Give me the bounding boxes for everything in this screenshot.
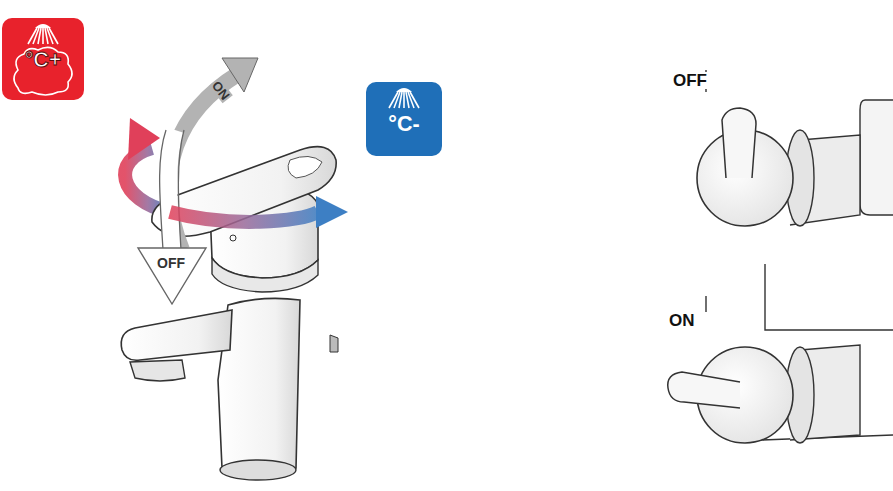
shower-stroke xyxy=(403,92,405,108)
shower-head xyxy=(396,88,412,92)
rotation-arrowhead-cold xyxy=(316,196,348,228)
lever-inset xyxy=(288,156,322,178)
pop-up-rod xyxy=(330,335,338,352)
shower-stroke xyxy=(42,28,44,44)
shower-stroke xyxy=(38,28,41,44)
shower-stroke xyxy=(399,92,402,108)
valve-body-off xyxy=(860,100,893,215)
temperature-symbol: °C- xyxy=(366,112,442,137)
off-arrowhead xyxy=(138,248,206,304)
valve-off-label: OFF xyxy=(672,72,708,89)
temperature-symbol: °C+ xyxy=(2,48,84,73)
rotation-arrowhead-hot xyxy=(128,118,160,160)
valve-handle-off xyxy=(722,108,756,178)
valve-on-label: ON xyxy=(668,312,696,329)
shower-stroke xyxy=(49,28,58,44)
valve-handle-on xyxy=(668,372,740,408)
shower-head xyxy=(35,24,51,28)
on-arrowhead xyxy=(222,58,258,92)
off-direction-label: OFF xyxy=(156,256,186,270)
off-arrow-shaft xyxy=(160,130,184,250)
lever-screw xyxy=(230,235,236,241)
on-marker-line xyxy=(705,296,706,312)
faucet-base xyxy=(220,460,296,480)
hot-water-icon: °C+ xyxy=(2,18,84,100)
shower-stroke xyxy=(410,92,419,108)
aerator xyxy=(130,360,185,381)
off-arrow-shaft-fill xyxy=(168,130,175,250)
rotation-arrow-front xyxy=(170,212,318,222)
cold-water-icon: °C- xyxy=(366,82,442,156)
mixer-ring xyxy=(212,258,318,292)
faucet-spout xyxy=(121,310,232,360)
